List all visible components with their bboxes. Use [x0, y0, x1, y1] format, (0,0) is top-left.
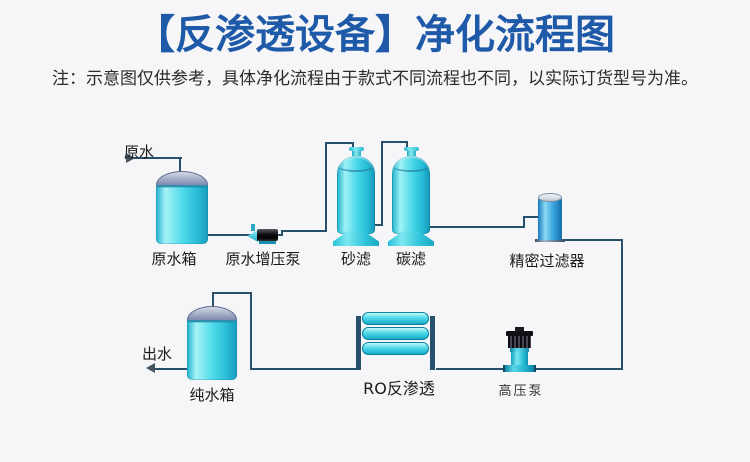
pipe-right-drop [621, 239, 623, 370]
pipe-tank-top-h [212, 292, 252, 294]
pipe-riser-sand [325, 142, 327, 232]
inlet-arrow-icon [126, 153, 135, 163]
pipe-inlet-h [125, 157, 182, 159]
raw-water-tank [156, 171, 208, 244]
pipe-carbon-inlet [406, 142, 408, 151]
label-ro-unit: RO反渗透 [363, 379, 435, 398]
ro-left-manifold [356, 316, 361, 370]
pump-fitting [251, 224, 255, 231]
vessel-body [392, 156, 430, 234]
tank-dome [187, 306, 237, 320]
pipe-tank-inlet [212, 292, 214, 313]
pipe-pf-step [523, 216, 525, 228]
pump-motor [257, 229, 278, 241]
pump-flange [503, 365, 536, 372]
pump-motor [508, 336, 531, 348]
filter-top-ellipse [538, 193, 562, 202]
raw-water-booster-pump [247, 224, 279, 244]
pipe-sand-top-h [325, 142, 354, 144]
pipe-tank-to-pump [207, 234, 283, 236]
pump-base [259, 241, 276, 244]
pipe-pf-out-h [560, 239, 623, 241]
vessel-cap [348, 147, 364, 151]
pipe-jog [281, 230, 283, 236]
pipe-inlet-v [179, 157, 181, 176]
pipe-tank-riser [250, 292, 252, 370]
vessel-skirt [388, 231, 434, 246]
pipe-carbon-top-h [381, 141, 408, 143]
page-title: 【反渗透设备】净化流程图 [135, 12, 615, 58]
label-booster-pump: 原水增压泵 [225, 250, 301, 268]
carbon-filter-vessel [388, 147, 434, 246]
ro-membrane-3 [362, 342, 429, 355]
pump-collar [510, 348, 529, 352]
pump-motor-cap [506, 331, 533, 336]
vessel-skirt [333, 231, 379, 246]
outlet-arrow-icon [146, 363, 155, 373]
filter-base [535, 239, 565, 242]
label-high-pressure-pump: 高压泵 [498, 384, 544, 399]
vessel-neck [406, 151, 416, 156]
vessel-body [337, 156, 375, 234]
label-outlet-water: 出水 [142, 345, 173, 363]
label-raw-water-tank: 原水箱 [151, 250, 197, 268]
vessel-cap [403, 147, 419, 151]
tank-body [156, 185, 208, 244]
pipe-outlet-h [153, 368, 189, 370]
pipe-carbon-out-h [429, 226, 525, 228]
tank-dome [156, 171, 208, 185]
filter-body [538, 197, 562, 240]
ro-membrane-1 [362, 312, 429, 325]
pipe-riser-carbon [381, 141, 383, 226]
pipe-pf-inlet [523, 216, 541, 218]
pipe-pump-out-h [281, 230, 327, 232]
disclaimer-note: 注：示意图仅供参考，具体净化流程由于款式不同流程也不同，以实际订货型号为准。 [52, 69, 698, 89]
pipe-sand-out [373, 224, 383, 226]
label-sand-filter: 砂滤 [340, 250, 372, 268]
pump-top-nub [515, 327, 524, 332]
ro-right-manifold [430, 316, 435, 370]
pump-inlet-cone [247, 230, 258, 242]
high-pressure-pump [503, 327, 536, 372]
vessel-neck [351, 151, 361, 156]
label-carbon-filter: 碳滤 [395, 250, 427, 268]
pump-body [511, 352, 528, 366]
ro-membrane-2 [362, 327, 429, 340]
label-raw-water: 原水 [124, 143, 155, 161]
label-precision-filter: 精密过滤器 [509, 252, 585, 270]
label-pure-water-tank: 纯水箱 [189, 386, 235, 404]
sand-filter-vessel [333, 147, 379, 246]
pipe-bottom-left-h [252, 368, 358, 370]
pure-water-tank [187, 306, 237, 380]
tank-body [187, 320, 237, 380]
